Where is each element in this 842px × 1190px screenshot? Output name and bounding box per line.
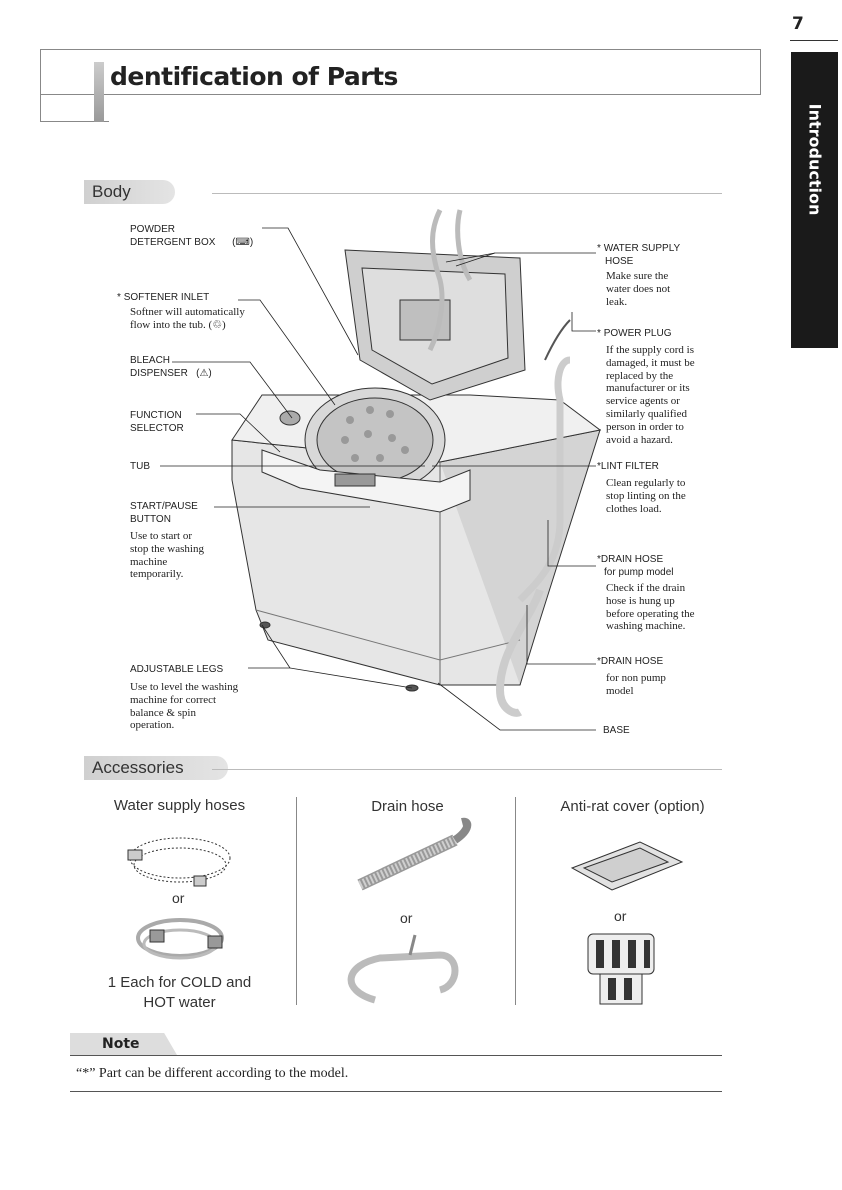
or-label-water: or: [172, 890, 185, 906]
bleach-icon: (⚠): [196, 367, 212, 379]
label-power-plug: * POWER PLUG: [597, 328, 672, 339]
label-bleach-dispenser: BLEACH DISPENSER (⚠): [130, 355, 212, 379]
section-heading-body: Body: [84, 180, 175, 204]
desc-drain-hose-nonpump: for non pump model: [606, 672, 666, 697]
label-function-selector: FUNCTION SELECTOR: [130, 410, 184, 434]
drain-hose-pump: [517, 356, 571, 603]
drain-hose-nonpump: [495, 588, 544, 717]
note-rule-top: [70, 1055, 722, 1056]
note-text: “*” Part can be different according to t…: [76, 1066, 349, 1081]
or-label-anti-rat: or: [614, 908, 627, 924]
section-side-tab: Introduction: [791, 52, 838, 348]
note-rule-bottom: [70, 1091, 722, 1092]
accessory-divider-2: [515, 797, 516, 1005]
desc-water-supply-hose: Make sure the water does not leak.: [606, 270, 671, 308]
note-heading: Note: [70, 1033, 177, 1055]
page-number: 7: [792, 14, 804, 34]
label-water-supply-hose: * WATER SUPPLY HOSE: [597, 243, 681, 267]
water-supply-hose: [427, 208, 445, 352]
section-heading-accessories: Accessories: [84, 756, 228, 780]
desc-drain-hose-pump: Check if the drain hose is hung up befor…: [606, 582, 695, 633]
desc-start-pause: Use to start or stop the washing machine…: [130, 530, 204, 581]
label-tub: TUB: [130, 461, 150, 472]
label-softener-inlet: * SOFTENER INLET: [117, 292, 210, 303]
water-hose-coil-1: [129, 837, 231, 879]
accessory-title-drain-hose: Drain hose: [371, 798, 444, 815]
page-title: dentification of Parts: [110, 62, 398, 91]
label-drain-hose-pump: *DRAIN HOSE for pump model: [597, 554, 674, 578]
accessory-divider-1: [296, 797, 297, 1005]
power-cord: [544, 319, 571, 361]
softener-icon: (♲): [208, 318, 226, 331]
label-adjustable-legs: ADJUSTABLE LEGS: [130, 664, 224, 675]
label-drain-hose-nonpump: *DRAIN HOSE: [597, 656, 664, 667]
desc-adjustable-legs: Use to level the washing machine for cor…: [130, 681, 239, 732]
desc-softener: Softner will automatically flow into the…: [130, 306, 245, 331]
drain-hose-curved: [347, 951, 459, 1004]
section-rule-accessories: [212, 769, 722, 770]
label-lint-filter: *LINT FILTER: [597, 461, 659, 472]
accessory-title-water-hoses: Water supply hoses: [113, 797, 246, 814]
section-rule-body: [212, 193, 722, 194]
title-frame: [40, 49, 761, 95]
desc-power-plug: If the supply cord is damaged, it must b…: [606, 344, 695, 446]
desc-lint-filter: Clean regularly to stop linting on the c…: [606, 477, 686, 515]
label-base: BASE: [603, 725, 630, 736]
accessory-caption-water-hoses: 1 Each for COLD and HOT water: [107, 974, 252, 1011]
title-frame-corner: [40, 49, 109, 122]
or-label-drain: or: [400, 910, 413, 926]
label-powder-detergent: POWDER DETERGENT BOX (⌨): [130, 224, 254, 248]
accessory-title-anti-rat: Anti-rat cover (option): [560, 798, 705, 815]
powder-icon: (⌨): [232, 236, 254, 248]
label-start-pause: START/PAUSE BUTTON: [130, 501, 198, 525]
page-number-rule: [790, 40, 838, 41]
title-initial-bar: [94, 62, 104, 122]
